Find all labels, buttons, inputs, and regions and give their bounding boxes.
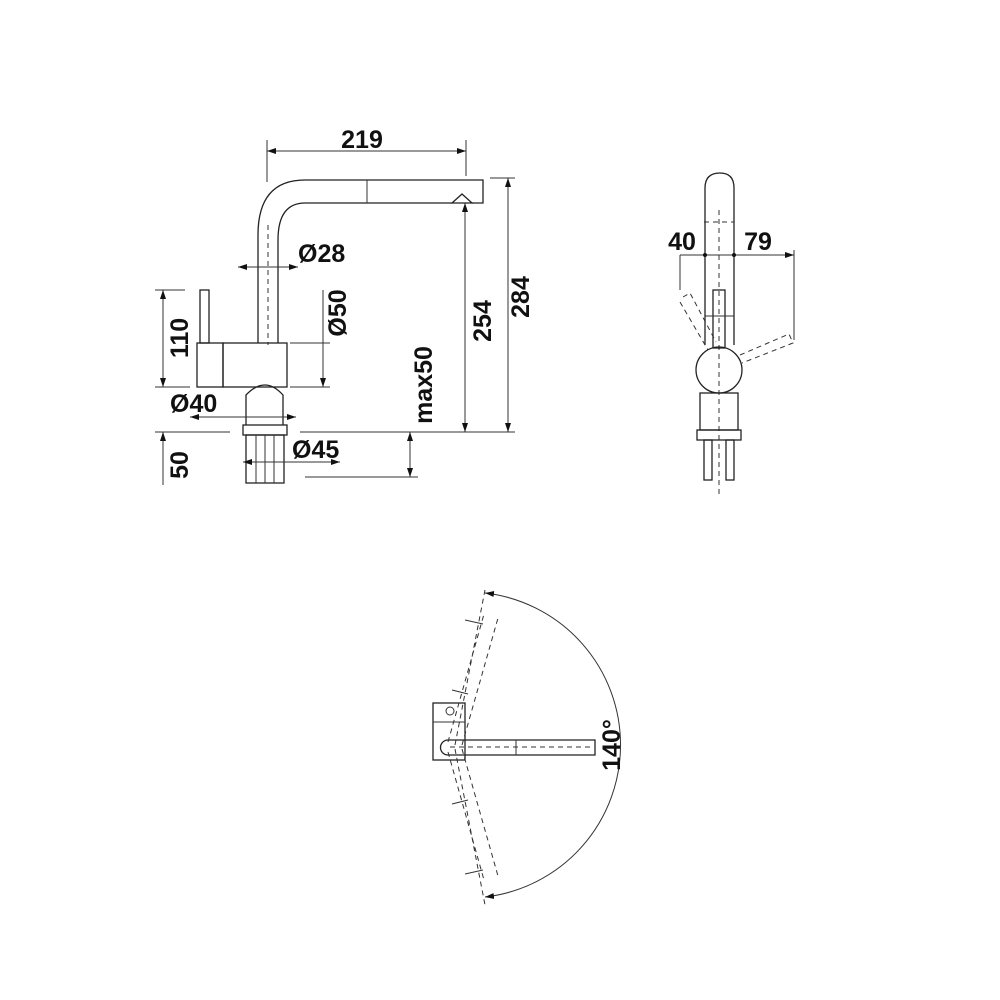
swivel-position-upper [447, 589, 499, 746]
front-view: 219 Ø28 Ø50 110 Ø40 50 Ø45 max50 254 284 [155, 126, 535, 485]
dim-dia40-label: Ø40 [170, 390, 217, 418]
dim-50-label: 50 [166, 451, 194, 479]
dim-dia28-label: Ø28 [298, 240, 345, 268]
dim-219-label: 219 [341, 126, 383, 154]
top-view: 140° [432, 589, 626, 906]
dim-dia45-label: Ø45 [292, 436, 339, 464]
dim-max50-label: max50 [410, 346, 438, 424]
swivel-angle-label: 140° [598, 719, 626, 771]
dim-79-label: 79 [744, 228, 772, 256]
dimension-lines-front [155, 140, 515, 485]
dim-284-label: 284 [507, 276, 535, 318]
dim-254-label: 254 [469, 300, 497, 342]
dim-dia50-label: Ø50 [324, 289, 352, 336]
side-view: 40 79 [668, 172, 795, 495]
swivel-position-lower [447, 748, 499, 906]
dim-110-label: 110 [166, 318, 194, 358]
dim-40-label: 40 [668, 228, 696, 256]
